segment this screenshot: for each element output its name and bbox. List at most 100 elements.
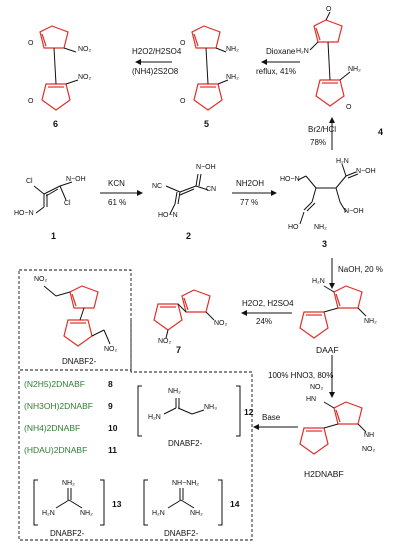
yield-nh2oh: 77 % [240,198,259,207]
atom-no2-h2b: NO₂ [362,446,376,453]
label-compound-3: 3 [322,239,328,249]
substituent-bonds [43,11,367,433]
atom-nh2-4: NH₂ [348,66,361,73]
yield-kcn: 61 % [108,198,127,207]
atom-n-oh-2: N−OH [196,164,216,171]
ring-6-bottom [41,83,71,111]
atom-no2-6b: NO₂ [78,74,92,81]
atom-no2-anion-b: NO₂ [104,346,118,353]
atom-o-4a: O [326,6,332,13]
atom-nh-h2: NH [364,432,375,439]
atom-cl-1a: Cl [26,178,33,185]
atom-no2-7a: NO₂ [214,320,228,327]
atom-o-6b: O [28,98,34,105]
atom-cl-1b: Cl [64,200,71,207]
condition-reflux: reflux, 41% [256,67,297,76]
atom-nc-2: NC [152,183,163,190]
ring-h2dnabf-left [299,427,329,455]
atom-nh2-5b: NH₂ [226,74,239,81]
salts-box [18,320,253,541]
reagent-hno3: 100% HNO3, 80% [268,371,334,380]
reagent-persulfate: (NH4)2S2O8 [132,67,179,76]
ring-daaf-left [299,311,329,339]
atom-o-4b: O [346,104,352,111]
atom-h2n-daaf: H₂N [312,278,325,285]
ring-6-top [39,25,69,49]
anion-label-12: DNABF2- [168,439,203,448]
atom-o-6a: O [28,40,34,47]
label-compound-12: 12 [244,407,254,417]
compound-2-structure [165,173,209,215]
ring-h2dnabf-right [333,401,363,425]
label-h2dnabf: H2DNABF [304,469,344,479]
label-compound-13: 13 [112,499,122,509]
anion-label-13: DNABF2- [50,529,85,538]
atom-nh2-13b: NH₂ [80,510,93,517]
salt-num-10: 10 [108,423,118,433]
atom-nh2-12a: NH₂ [168,388,181,395]
label-compound-4: 4 [378,127,384,137]
ring-4-bottom [315,79,345,107]
atom-nh2-5a: NH₂ [226,46,239,53]
atom-nh3-12: NH₃ [204,404,217,411]
atom-nh2-3: NH₂ [314,224,327,231]
salt-name-11: (HDAU)2DNABF [24,445,88,455]
atom-o-5b: O [180,98,186,105]
anion-label-14: DNABF2- [164,529,199,538]
atom-ho-n-2: HO−N [158,212,178,219]
reagent-nh2oh: NH2OH [236,179,265,188]
salt-num-11: 11 [108,445,117,455]
atom-h2n-3: H₂N [336,158,349,165]
salt-num-8: 8 [108,379,113,389]
reagent-h2o2-h2so4: H2O2/H2SO4 [132,47,182,56]
yield-br2: 78% [310,138,327,147]
label-compound-6: 6 [53,119,59,129]
label-compound-2: 2 [186,231,192,241]
reagent-br2-hcl: Br2/HCl [308,125,337,134]
atom-no2-h2a: NO₂ [310,384,324,391]
atom-n-oh-3b: N−OH [344,208,364,215]
dashed-boxes [18,269,253,541]
ring-7-right [181,289,211,313]
label-compound-14: 14 [230,499,240,509]
atom-h2n-13: H₂N [42,510,55,517]
reagent-kcn: KCN [108,179,125,188]
atom-nh2-daaf: NH₂ [364,318,377,325]
label-compound-5: 5 [204,119,210,129]
ring-dnabf-bottom [63,319,93,347]
ring-5-bottom [193,83,223,111]
yield-24: 24% [256,317,273,326]
ring-5-top [191,25,221,49]
atom-cn-2: CN [206,186,217,193]
salt-num-9: 9 [108,401,113,411]
salt-name-10: (NH4)2DNABF [24,423,81,433]
compound-3-structure [297,163,359,225]
atom-h2n-14: H₂N [152,510,165,517]
compound-1-structure [33,181,73,214]
atom-nh2-14: NH₂ [190,510,203,517]
label-daaf: DAAF [316,345,339,355]
reagent-dioxane: Dioxane [266,47,296,56]
atom-ho-n-1: HO−N [14,210,34,217]
atom-ho-n-3: HO−N [280,176,300,183]
ring-4-top [313,19,343,43]
atom-no2-anion-a: NO₂ [34,276,48,283]
salt-name-9: (NH3OH)2DNABF [24,401,93,411]
atom-o-5a: O [180,40,186,47]
atom-no2-6a: NO₂ [78,46,92,53]
ring-daaf-right [333,285,363,309]
reagent-h2o2-h2so4-b: H2O2, H2SO4 [242,299,294,308]
atom-no2-7b: NO₂ [158,338,172,345]
label-compound-7: 7 [176,345,182,355]
atom-n-oh-1: N−OH [66,176,86,183]
atom-ho-3: HO [288,224,299,231]
reagent-base: Base [262,413,281,422]
atom-h2n-4: H₂N [296,48,309,55]
atom-hn-h2: HN [306,396,317,403]
salt-name-8: (N2H5)2DNABF [24,379,85,389]
atom-nh2-13a: NH₂ [62,480,75,487]
guanidinium-structures [33,385,241,526]
atom-nh-14: NH−NH₂ [172,480,200,487]
label-compound-1: 1 [51,231,57,241]
